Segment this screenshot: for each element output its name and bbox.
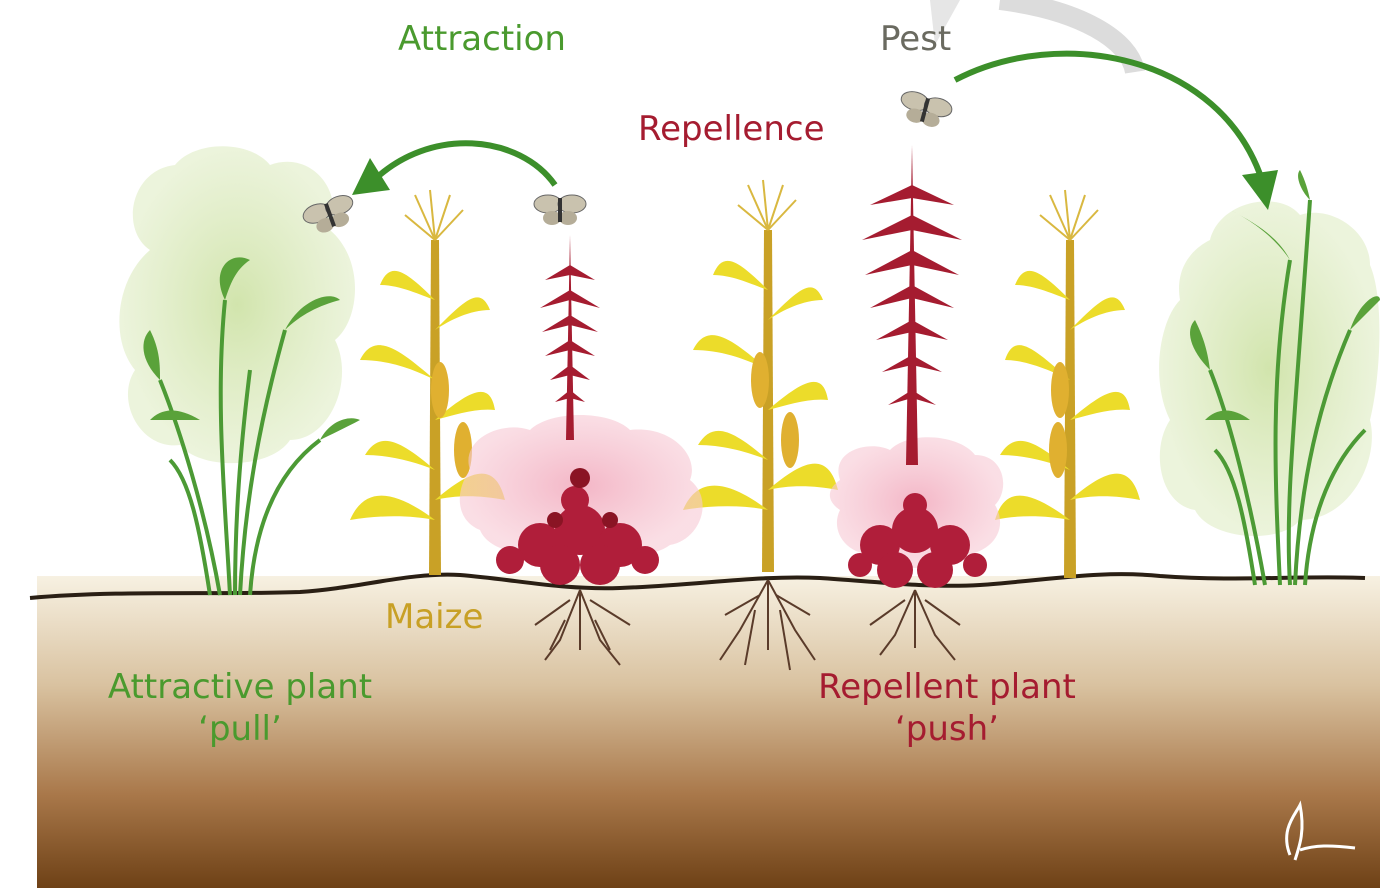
- repellent-plant-1: [459, 415, 703, 666]
- attractive-plant-right: [1159, 170, 1380, 586]
- repellence-spike-icon-2: [862, 145, 962, 465]
- maize-plant-1: [350, 189, 505, 575]
- repellent-plant-label-line1: Repellent plant: [818, 667, 1076, 707]
- soil: [37, 576, 1380, 888]
- green-arrow-icon: [369, 140, 558, 187]
- maize-plant-3: [995, 189, 1140, 578]
- attractive-plant-label: Attractive plant ‘pull’: [104, 666, 376, 750]
- repellent-plant-label: Repellent plant ‘push’: [812, 666, 1082, 750]
- repellence-spike-icon: [540, 235, 600, 440]
- green-arrow-icon-2: [953, 50, 1265, 181]
- green-arrow-head-left: [352, 158, 390, 195]
- signature-icon: [1285, 800, 1356, 861]
- maize-roots: [719, 579, 816, 671]
- ground-line: [29, 572, 1366, 600]
- moth-icon: [302, 195, 354, 233]
- attractive-plant-left: [119, 146, 360, 596]
- repellence-label: Repellence: [638, 109, 825, 149]
- moth-icon-2: [533, 194, 587, 225]
- green-arrow-head-right: [1242, 170, 1278, 210]
- maize-plant-2: [683, 179, 838, 572]
- attractive-plant-label-line2: ‘pull’: [198, 709, 282, 749]
- attraction-label: Attraction: [398, 19, 566, 59]
- background-bar: [930, 0, 960, 45]
- attractive-plant-label-line1: Attractive plant: [107, 667, 373, 707]
- pest-label: Pest: [880, 19, 952, 59]
- moth-icon-3: [900, 91, 953, 127]
- repellent-plant-2: [829, 437, 1004, 661]
- repellent-plant-label-line2: ‘push’: [894, 709, 999, 749]
- maize-label: Maize: [385, 597, 484, 637]
